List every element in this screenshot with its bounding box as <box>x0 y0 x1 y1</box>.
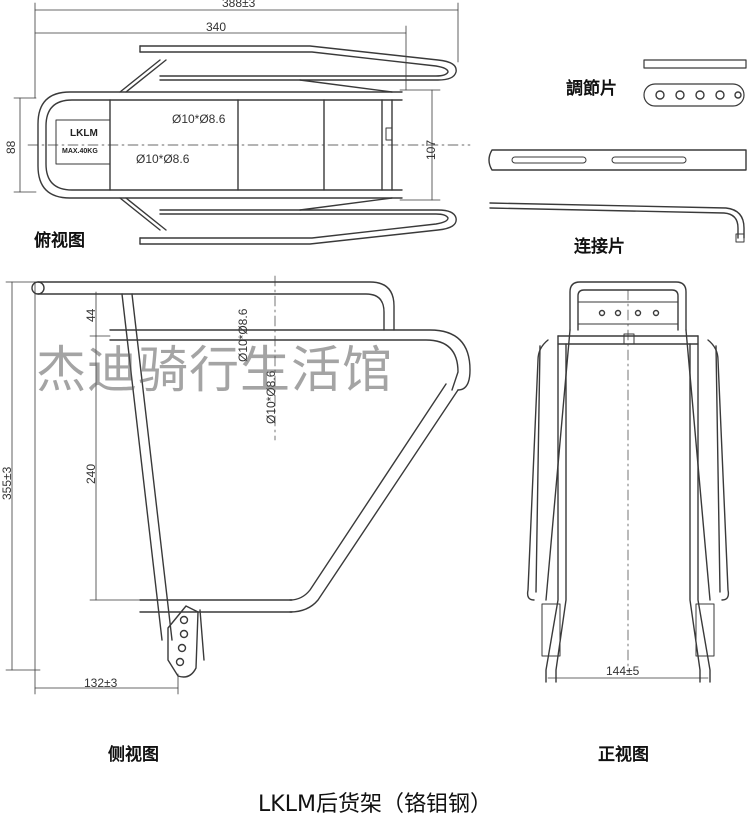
adjust-plate-label: 調節片 <box>566 79 617 99</box>
plate-max-load: MAX.40KG <box>62 148 98 155</box>
tube-label-top-2: Ø10*Ø8.6 <box>136 152 190 166</box>
dim-width-left: 88 <box>4 140 18 154</box>
front-view-drawing <box>526 281 730 683</box>
front-view-label: 正视图 <box>598 745 649 765</box>
tube-label-top-1: Ø10*Ø8.6 <box>172 112 226 126</box>
dim-length: 340 <box>206 20 227 34</box>
dim-240: 240 <box>84 463 98 484</box>
top-view-label: 俯视图 <box>34 231 85 251</box>
watermark: 杰迪骑行生活馆 <box>36 341 393 399</box>
dim-front-width: 144±5 <box>606 664 640 678</box>
dim-height: 355±3 <box>0 466 14 500</box>
dim-overall-length: 388±3 <box>222 0 256 10</box>
dim-bottom: 132±3 <box>84 676 118 690</box>
connector-label: 连接片 <box>574 237 625 257</box>
parts-drawing <box>488 59 747 243</box>
page-title: LKLM后货架（铬钼钢） <box>258 792 492 817</box>
side-view-drawing <box>5 275 471 695</box>
plate-brand: LKLM <box>70 128 98 139</box>
dim-width-right: 107 <box>424 139 438 160</box>
top-view-drawing <box>13 2 471 245</box>
dim-44: 44 <box>84 308 98 322</box>
side-view-label: 侧视图 <box>108 745 159 765</box>
